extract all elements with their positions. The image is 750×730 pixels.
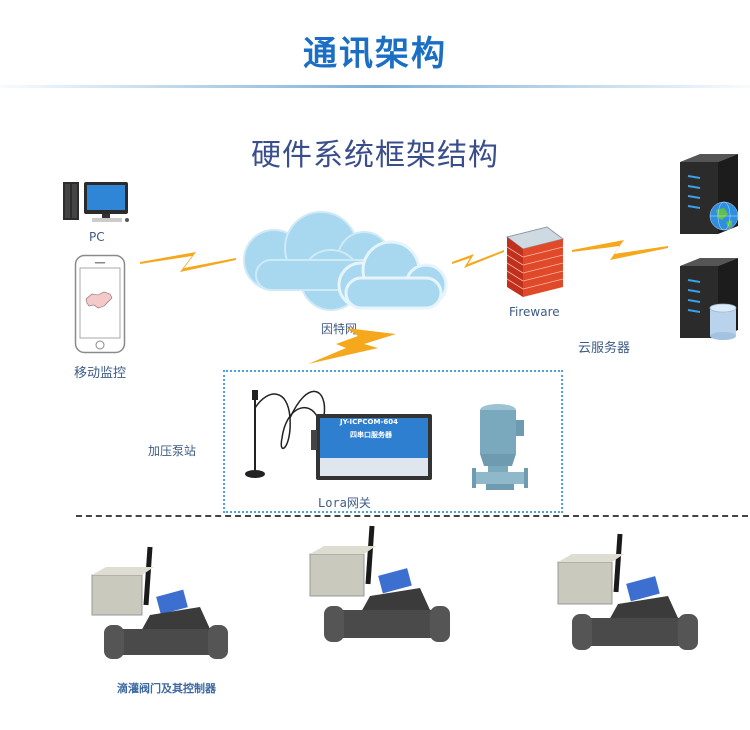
firewall-label: Fireware	[509, 305, 560, 319]
firewall-brick-icon	[505, 226, 565, 297]
web-server-icon	[680, 154, 739, 234]
internet-label: 因特网	[321, 322, 358, 336]
header-divider	[0, 85, 750, 88]
pump-station-boundary	[223, 370, 563, 513]
internet-cloud	[236, 210, 451, 320]
valve-controller-2	[308, 524, 458, 654]
firewall-node	[505, 225, 565, 301]
water-pump-icon	[472, 404, 528, 490]
gateway-model: JY-ICPCOM-604	[340, 418, 398, 426]
lightning-bolt-left	[138, 244, 238, 278]
page-title: 通讯架构	[303, 34, 447, 74]
water-pump	[472, 402, 532, 494]
web-server	[674, 152, 744, 238]
lightning-icon	[452, 250, 504, 268]
lightning-icon	[572, 240, 668, 260]
database-server	[674, 256, 744, 342]
valve-controller-1	[90, 545, 240, 675]
database-server-icon	[680, 258, 738, 340]
lightning-bolt-cloud-firewall	[450, 244, 506, 270]
lightning-bolt-firewall-server	[570, 234, 670, 264]
lightning-icon	[308, 328, 396, 364]
lora-gateway	[238, 378, 438, 488]
cloud-icon	[243, 211, 448, 311]
desktop-computer-icon	[63, 182, 129, 222]
cloud-server-label: 云服务器	[578, 341, 631, 356]
section-divider	[76, 515, 748, 517]
mobile-label: 移动监控	[74, 366, 127, 381]
gateway-label: Lora网关	[318, 496, 371, 510]
pump-station-label: 加压泵站	[148, 444, 197, 458]
gateway-device-name: 四串口服务器	[350, 431, 392, 439]
lightning-icon	[140, 252, 236, 272]
gateway-device-icon	[245, 390, 432, 480]
diagram-title: 硬件系统框架结构	[251, 138, 499, 173]
lightning-bolt-down	[306, 326, 398, 366]
pc-node	[62, 180, 132, 226]
smartphone-icon	[74, 254, 126, 354]
mobile-node	[74, 254, 126, 354]
valve-controller-icon	[557, 533, 698, 650]
valve-label: 滴灌阀门及其控制器	[117, 682, 216, 695]
pc-label: PC	[89, 230, 105, 244]
valve-controller-3	[556, 532, 706, 662]
valve-controller-icon	[309, 525, 450, 642]
valve-controller-icon	[91, 546, 228, 659]
